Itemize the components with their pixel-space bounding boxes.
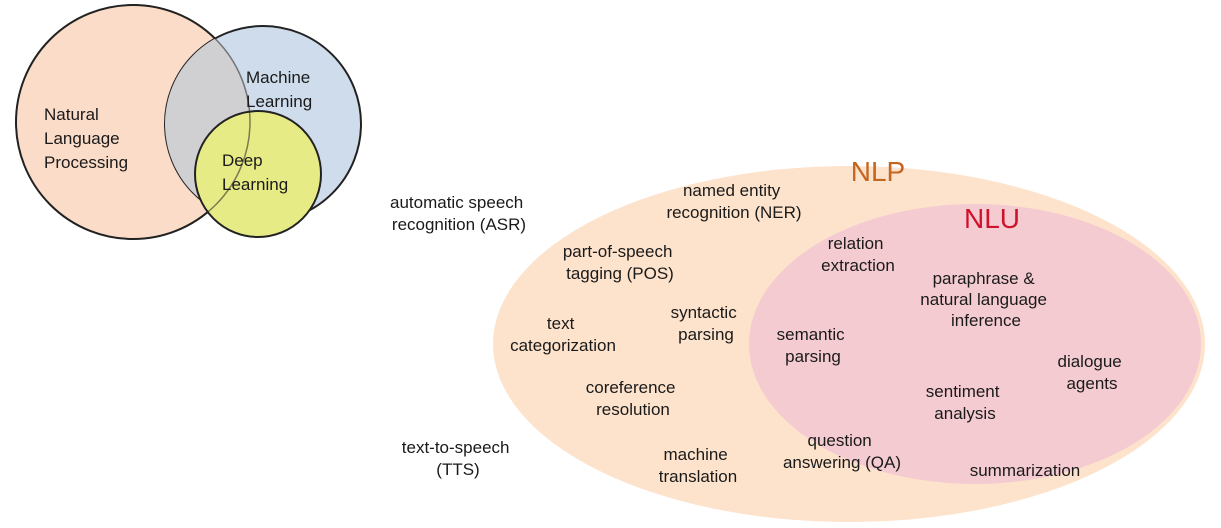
- ner-task: named entity recognition (NER): [666, 181, 801, 222]
- deep-learning-circle: [194, 110, 322, 238]
- syntactic-parsing-task: syntactic parsing: [671, 303, 742, 344]
- dialogue-line-1: dialogue: [1057, 352, 1121, 371]
- textcat-line-1: text: [547, 314, 575, 333]
- qa-line-1: question: [807, 431, 871, 450]
- tts-line-2: (TTS): [436, 460, 479, 479]
- asr-task: automatic speech recognition (ASR): [390, 193, 528, 234]
- syntactic-line-2: parsing: [678, 325, 734, 344]
- nlu-title: NLU: [964, 203, 1020, 234]
- sentiment-line-2: analysis: [934, 404, 995, 423]
- paraphrase-line-3: inference: [951, 311, 1021, 330]
- natural-language-processing-outline: [15, 4, 251, 240]
- nlp-venn-line-1: Natural: [44, 105, 99, 124]
- paraphrase-inference-task: paraphrase & natural language inference: [920, 269, 1051, 330]
- relation-line-2: extraction: [821, 256, 895, 275]
- dialogue-agents-task: dialogue agents: [1057, 352, 1126, 393]
- textcat-line-2: categorization: [510, 336, 616, 355]
- pos-line-1: part-of-speech: [563, 242, 673, 261]
- ner-line-1: named entity: [683, 181, 781, 200]
- nlp-venn-line-2: Language: [44, 129, 120, 148]
- machine-learning-label: Machine Learning: [246, 68, 315, 111]
- deep-learning-label: Deep Learning: [222, 151, 288, 194]
- dialogue-line-2: agents: [1066, 374, 1117, 393]
- dl-venn-line-1: Deep: [222, 151, 263, 170]
- tts-task: text-to-speech (TTS): [402, 438, 514, 479]
- sentiment-analysis-task: sentiment analysis: [926, 382, 1004, 423]
- qa-line-2: answering (QA): [783, 453, 901, 472]
- ml-venn-line-1: Machine: [246, 68, 310, 87]
- nlp-title: NLP: [851, 156, 905, 187]
- coref-line-1: coreference: [586, 378, 676, 397]
- nlp-nlu-diagram: NLP NLU: [493, 156, 1205, 522]
- coreference-task: coreference resolution: [586, 378, 681, 419]
- pos-line-2: tagging (POS): [566, 264, 674, 283]
- relation-extraction-task: relation extraction: [821, 234, 895, 275]
- asr-line-2: recognition (ASR): [392, 215, 526, 234]
- nlu-ellipse: [749, 204, 1201, 484]
- sentiment-line-1: sentiment: [926, 382, 1000, 401]
- question-answering-task: question answering (QA): [783, 431, 901, 472]
- tts-line-1: text-to-speech: [402, 438, 510, 457]
- semantic-line-2: parsing: [785, 347, 841, 366]
- asr-line-1: automatic speech: [390, 193, 523, 212]
- ner-line-2: recognition (NER): [666, 203, 801, 222]
- mt-line-2: translation: [659, 467, 737, 486]
- pos-task: part-of-speech tagging (POS): [563, 242, 677, 283]
- summarization-task: summarization: [970, 461, 1081, 480]
- machine-translation-task: machine translation: [659, 445, 737, 486]
- semantic-line-1: semantic: [777, 325, 846, 344]
- nlp-venn-line-3: Processing: [44, 153, 128, 172]
- semantic-parsing-task: semantic parsing: [777, 325, 850, 366]
- text-categorization-task: text categorization: [510, 314, 616, 355]
- summarization-line-1: summarization: [970, 461, 1081, 480]
- natural-language-processing-label: Natural Language Processing: [44, 105, 128, 172]
- dl-venn-line-2: Learning: [222, 175, 288, 194]
- ml-venn-line-2: Learning: [246, 92, 312, 111]
- coref-line-2: resolution: [596, 400, 670, 419]
- paraphrase-line-2: natural language: [920, 290, 1047, 309]
- syntactic-line-1: syntactic: [671, 303, 738, 322]
- mt-line-1: machine: [664, 445, 728, 464]
- paraphrase-line-1: paraphrase &: [933, 269, 1036, 288]
- relation-line-1: relation: [828, 234, 884, 253]
- venn-diagram: Natural Language Processing Machine Lear…: [15, 4, 362, 240]
